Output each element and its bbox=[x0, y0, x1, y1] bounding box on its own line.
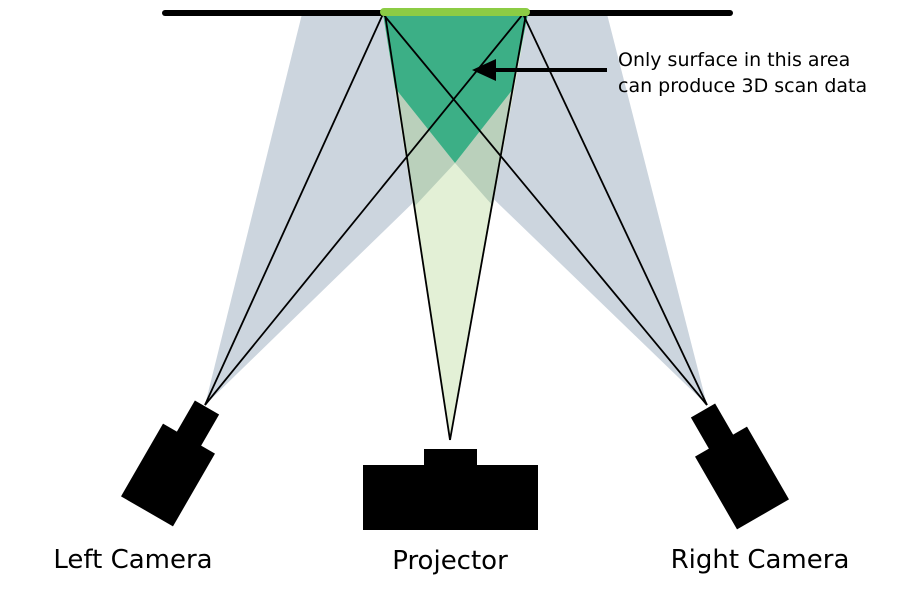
annotation-line-2: can produce 3D scan data bbox=[618, 75, 867, 97]
left-camera-icon bbox=[121, 400, 220, 527]
projector-label: Projector bbox=[392, 546, 508, 576]
ray-lines bbox=[204, 13, 708, 441]
left-camera-ray-outer bbox=[204, 13, 384, 406]
projector-ray-right bbox=[449, 13, 527, 441]
beam-overlap-right bbox=[455, 89, 513, 206]
projector-icon bbox=[363, 449, 538, 530]
right-camera-ray-outer bbox=[522, 13, 708, 406]
right-camera-label: Right Camera bbox=[671, 545, 850, 575]
right-camera-icon bbox=[690, 403, 789, 530]
projector-ray-left bbox=[384, 13, 451, 441]
right-camera-ray-inner bbox=[382, 13, 708, 406]
left-camera-label: Left Camera bbox=[53, 545, 212, 575]
annotation-arrow bbox=[472, 59, 607, 81]
left-camera-ray-inner bbox=[204, 13, 524, 406]
annotation-line-1: Only surface in this area bbox=[618, 49, 850, 71]
